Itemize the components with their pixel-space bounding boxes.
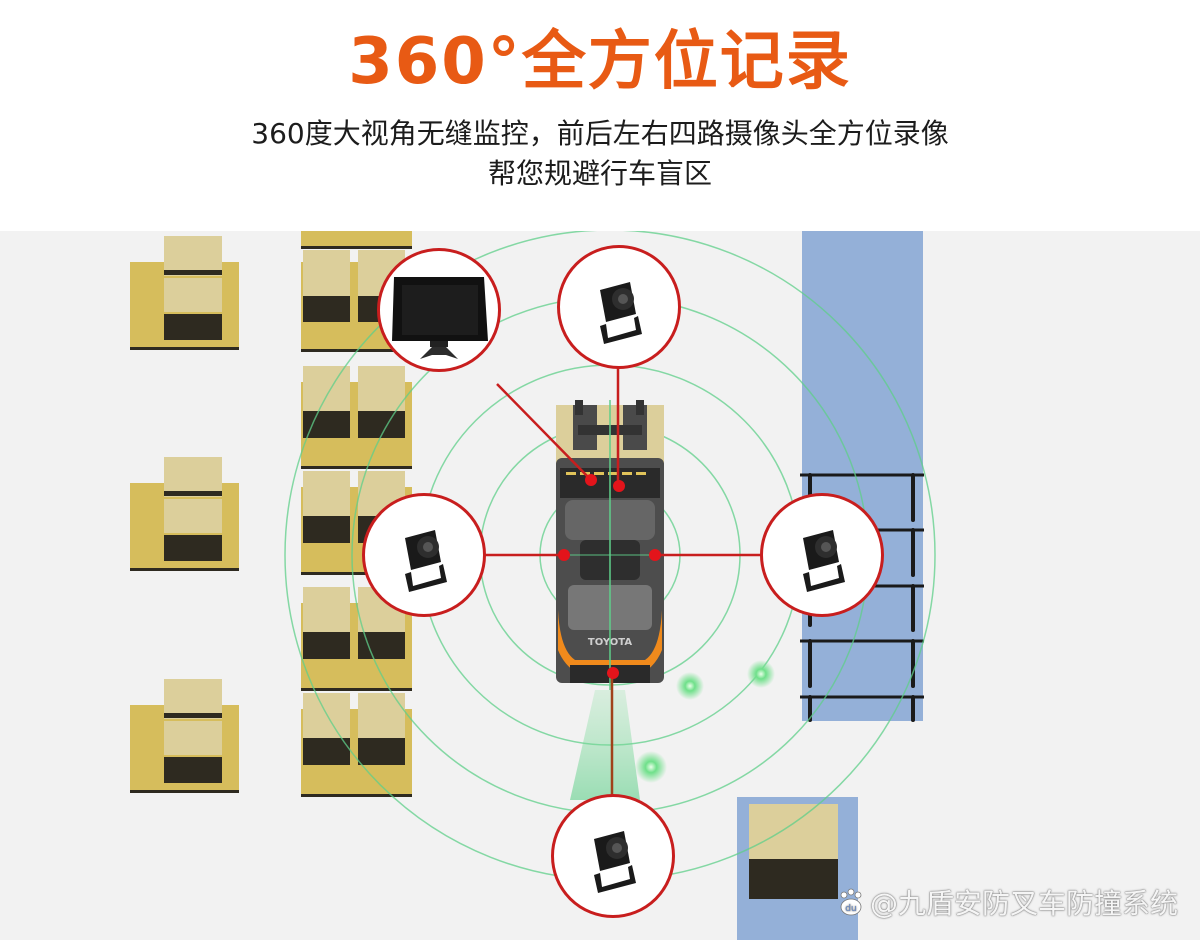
subtitle-line-2: 帮您规避行车盲区 — [487, 157, 712, 190]
callout-monitor — [377, 248, 501, 372]
warehouse-scene: TOYOTA — [0, 231, 1200, 940]
shelf-left-3 — [130, 679, 239, 793]
radar-dots — [635, 660, 775, 783]
shelf-mid-2 — [301, 366, 412, 469]
watermark: du @九盾安防叉车防撞系统 — [836, 882, 1178, 922]
shelf-mid-5 — [301, 693, 412, 797]
camera-icon — [600, 282, 642, 344]
connector-lines — [482, 362, 762, 795]
shelf-mid-4 — [301, 587, 412, 691]
callout-rear-camera — [551, 794, 675, 918]
callout-right-camera — [760, 493, 884, 617]
camera-mount-points — [558, 474, 661, 679]
shelf-mid-top — [301, 231, 412, 249]
watermark-text: @九盾安防叉车防撞系统 — [869, 887, 1178, 920]
baidu-paw-icon: du — [840, 888, 862, 916]
callout-left-camera — [362, 493, 486, 617]
shelf-left-1 — [130, 236, 239, 350]
monitor-icon — [392, 277, 488, 359]
camera-icon — [405, 530, 447, 592]
camera-icon — [594, 831, 636, 893]
subtitle-line-1: 360度大视角无缝监控，前后左右四路摄像头全方位录像 — [251, 117, 949, 150]
baidu-logo-text: du — [845, 904, 856, 914]
camera-icon — [803, 530, 845, 592]
blue-rack — [800, 231, 924, 722]
shelf-left-2 — [130, 457, 239, 571]
header: 360°全方位记录 360度大视角无缝监控，前后左右四路摄像头全方位录像 帮您规… — [0, 0, 1200, 231]
rear-camera-beam — [570, 690, 640, 800]
callout-front-camera — [557, 245, 681, 369]
page-title: 360°全方位记录 — [348, 25, 852, 99]
